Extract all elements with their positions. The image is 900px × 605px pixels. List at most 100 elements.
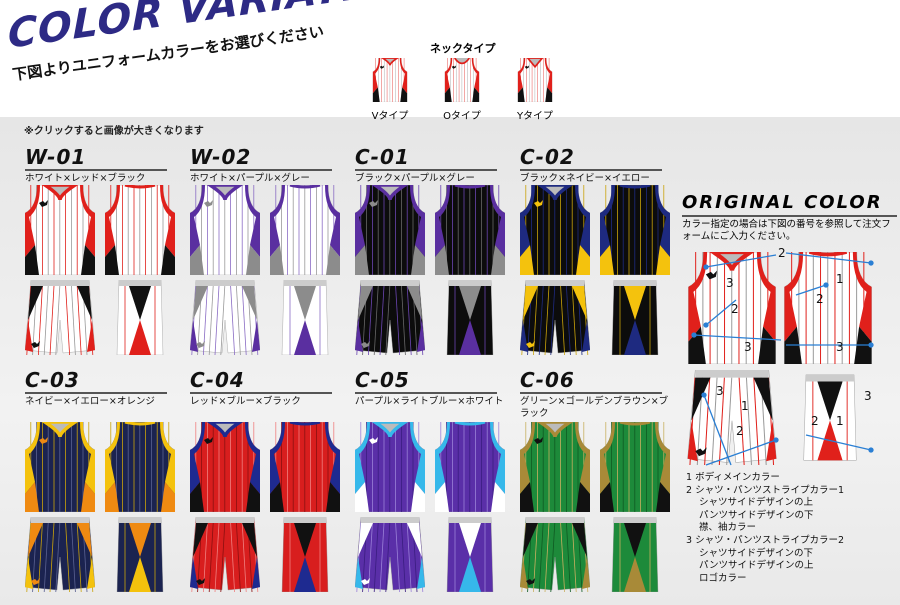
variant-color-name: ブラック×ネイビー×イエロー [520,173,650,184]
jersey-back-image [105,185,175,275]
variant-color-name: ホワイト×レッド×ブラック [25,173,146,184]
legend-line: パンツサイドデザインの下 [699,509,814,521]
variant-code: C-05 [355,368,410,392]
divider [355,169,497,171]
jersey-front-image [25,185,95,275]
uniform-card-w-02[interactable]: W-02 ホワイト×パープル×グレー [190,145,340,370]
divider [520,392,662,394]
shorts-side-image [281,517,329,592]
original-color-section: ORIGINAL COLOR カラー指定の場合は下図の番号を参照して注文フォーム… [682,192,897,243]
original-color-title: ORIGINAL COLOR [682,192,883,213]
shorts-front-image [25,517,95,592]
variant-color-name: レッド×ブルー×ブラック [190,396,301,407]
neck-type-v: Vタイプ [360,57,420,122]
neck-jersey-image [372,57,408,103]
shorts-front-image [355,280,425,355]
variant-code: W-02 [190,145,252,169]
variant-code: C-01 [355,145,410,169]
number-label: 2 [811,414,819,428]
number-label: 1 [836,414,844,428]
variant-code: W-01 [25,145,87,169]
jersey-back-image [270,185,340,275]
number-label: 3 [836,340,844,354]
divider [520,169,662,171]
jersey-back-image [600,422,670,512]
legend-line: ロゴカラー [699,572,747,584]
jersey-front-image [520,185,590,275]
jersey-back-image [435,185,505,275]
legend-line: パンツサイドデザインの上 [699,560,814,572]
shorts-side-image [446,280,494,355]
shorts-front-image [190,517,260,592]
uniform-card-c-03[interactable]: C-03 ネイビー×イエロー×オレンジ [25,368,175,593]
legend-line: 2 シャツ・パンツストライプカラー1 [686,484,845,496]
click-note: ※クリックすると画像が大きくなります [24,126,204,137]
variant-color-name: グリーン×ゴールデンブラウン×ブラック [520,396,669,419]
neck-jersey-image [444,57,480,103]
neck-type-label: Oタイプ [443,111,481,122]
color-number-annotations: 2 3 2 3 1 2 3 3 1 2 2 1 3 [691,246,874,466]
number-label: 2 [736,424,744,438]
jersey-front-image [355,185,425,275]
divider [682,215,897,217]
shorts-side-image [116,517,164,592]
neck-type-label: Vタイプ [371,111,409,122]
original-color-description: カラー指定の場合は下図の番号を参照して注文フォームにご入力ください。 [682,219,891,242]
neck-type-label: Yタイプ [516,111,554,122]
jersey-front-image [190,185,260,275]
original-shorts-side [803,374,857,461]
number-label: 1 [836,272,844,286]
legend-line: シャツサイドデザインの上 [699,497,814,509]
legend-line: シャツサイドデザインの下 [699,547,814,559]
variant-code: C-06 [520,368,575,392]
shorts-side-image [611,280,659,355]
variant-code: C-02 [520,145,575,169]
number-label: 3 [864,389,872,403]
shorts-side-image [446,517,494,592]
shorts-side-image [116,280,164,355]
neck-jersey-image [517,57,553,103]
jersey-back-image [600,185,670,275]
number-label: 2 [778,246,786,260]
uniform-card-w-01[interactable]: W-01 ホワイト×レッド×ブラック [25,145,175,370]
variant-color-name: パープル×ライトブルー×ホワイト [355,396,504,407]
shorts-front-image [355,517,425,592]
shorts-front-image [190,280,260,355]
divider [355,392,497,394]
divider [25,169,167,171]
uniform-card-c-01[interactable]: C-01 ブラック×パープル×グレー [355,145,505,370]
neck-type-title: ネックタイプ [430,42,496,55]
shorts-front-image [25,280,95,355]
divider [25,392,167,394]
jersey-back-image [105,422,175,512]
shorts-side-image [281,280,329,355]
jersey-back-image [270,422,340,512]
shorts-side-image [611,517,659,592]
original-shorts-front [687,370,777,465]
variant-color-name: ホワイト×パープル×グレー [190,173,310,184]
neck-type-y: Yタイプ [505,57,565,122]
jersey-front-image [355,422,425,512]
jersey-back-image [435,422,505,512]
number-label: 3 [716,384,724,398]
neck-type-o: Oタイプ [432,57,492,122]
legend-line: 襟、袖カラー [699,522,757,534]
uniform-card-c-02[interactable]: C-02 ブラック×ネイビー×イエロー [520,145,670,370]
number-label: 1 [741,399,749,413]
shorts-front-image [520,517,590,592]
uniform-card-c-06[interactable]: C-06 グリーン×ゴールデンブラウン×ブラック [520,368,670,593]
variant-color-name: ブラック×パープル×グレー [355,173,475,184]
jersey-front-image [520,422,590,512]
variant-code: C-04 [190,368,245,392]
shorts-front-image [520,280,590,355]
jersey-front-image [25,422,95,512]
variant-color-name: ネイビー×イエロー×オレンジ [25,396,155,407]
legend-line: 1 ボディメインカラー [686,472,780,483]
divider [190,392,332,394]
jersey-front-image [190,422,260,512]
variant-code: C-03 [25,368,80,392]
uniform-card-c-04[interactable]: C-04 レッド×ブルー×ブラック [190,368,340,593]
uniform-card-c-05[interactable]: C-05 パープル×ライトブルー×ホワイト [355,368,505,593]
number-label: 2 [816,292,824,306]
